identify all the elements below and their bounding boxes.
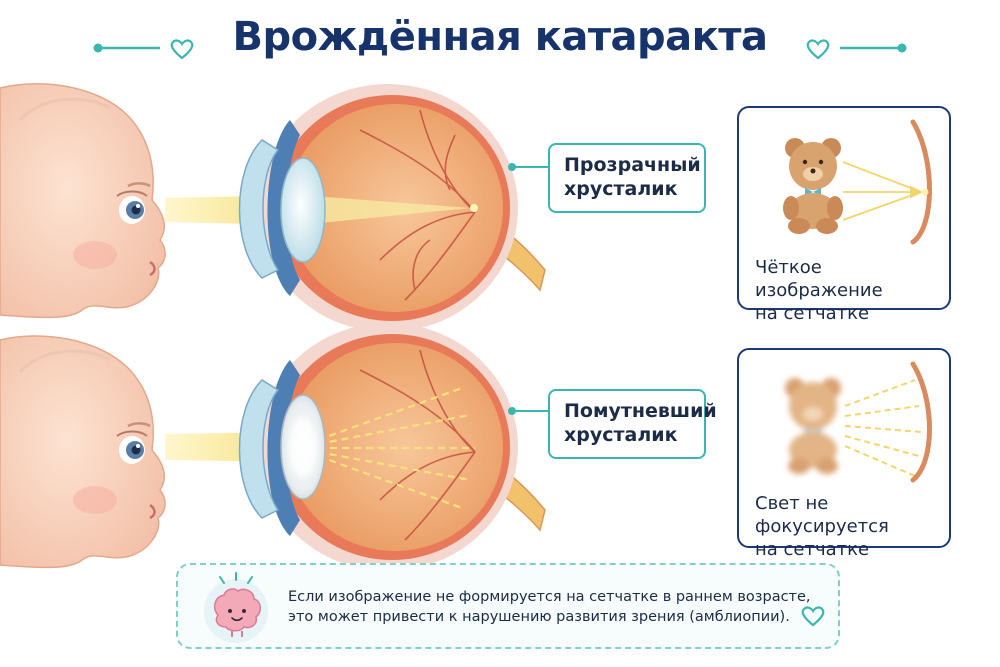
heart-icon (170, 39, 194, 60)
card-clear-image: Чёткое изображение на сетчатке (737, 106, 951, 324)
heart-icon (801, 606, 825, 627)
title-decoration-left (93, 39, 194, 60)
heart-icon (806, 39, 830, 60)
teddy-bear-icon (785, 378, 841, 474)
label-cloudy-lens: Помутневший хрусталик (548, 389, 717, 459)
baby-face-top (0, 83, 166, 319)
caption-blurred-image: Свет не фокусируется на сетчатке (755, 493, 889, 560)
connector-cloudy (508, 407, 548, 415)
note-line-2: это может привести к нарушению развития … (288, 609, 790, 625)
brain-icon (204, 572, 268, 643)
eye-cross-section-clear (238, 84, 546, 332)
clear-image-illustration (783, 119, 932, 245)
note-line-1: Если изображение не формируется на сетча… (288, 589, 811, 605)
title-decoration-right (806, 39, 907, 60)
retina-arc-icon (910, 361, 932, 483)
retina-arc-icon (910, 119, 932, 245)
blurred-image-illustration (785, 361, 932, 483)
page-title: Врождённая катаракта (232, 14, 768, 60)
info-note: Если изображение не формируется на сетча… (176, 563, 840, 649)
teddy-bear-icon (783, 138, 843, 234)
connector-clear (508, 163, 548, 171)
card-blurred-image: Свет не фокусируется на сетчатке (737, 348, 951, 560)
label-clear-lens: Прозрачный хрусталик (548, 143, 706, 213)
eye-cross-section-cloudy (238, 323, 546, 571)
baby-face-bottom (0, 335, 166, 569)
caption-clear-image: Чёткое изображение на сетчатке (755, 257, 883, 324)
